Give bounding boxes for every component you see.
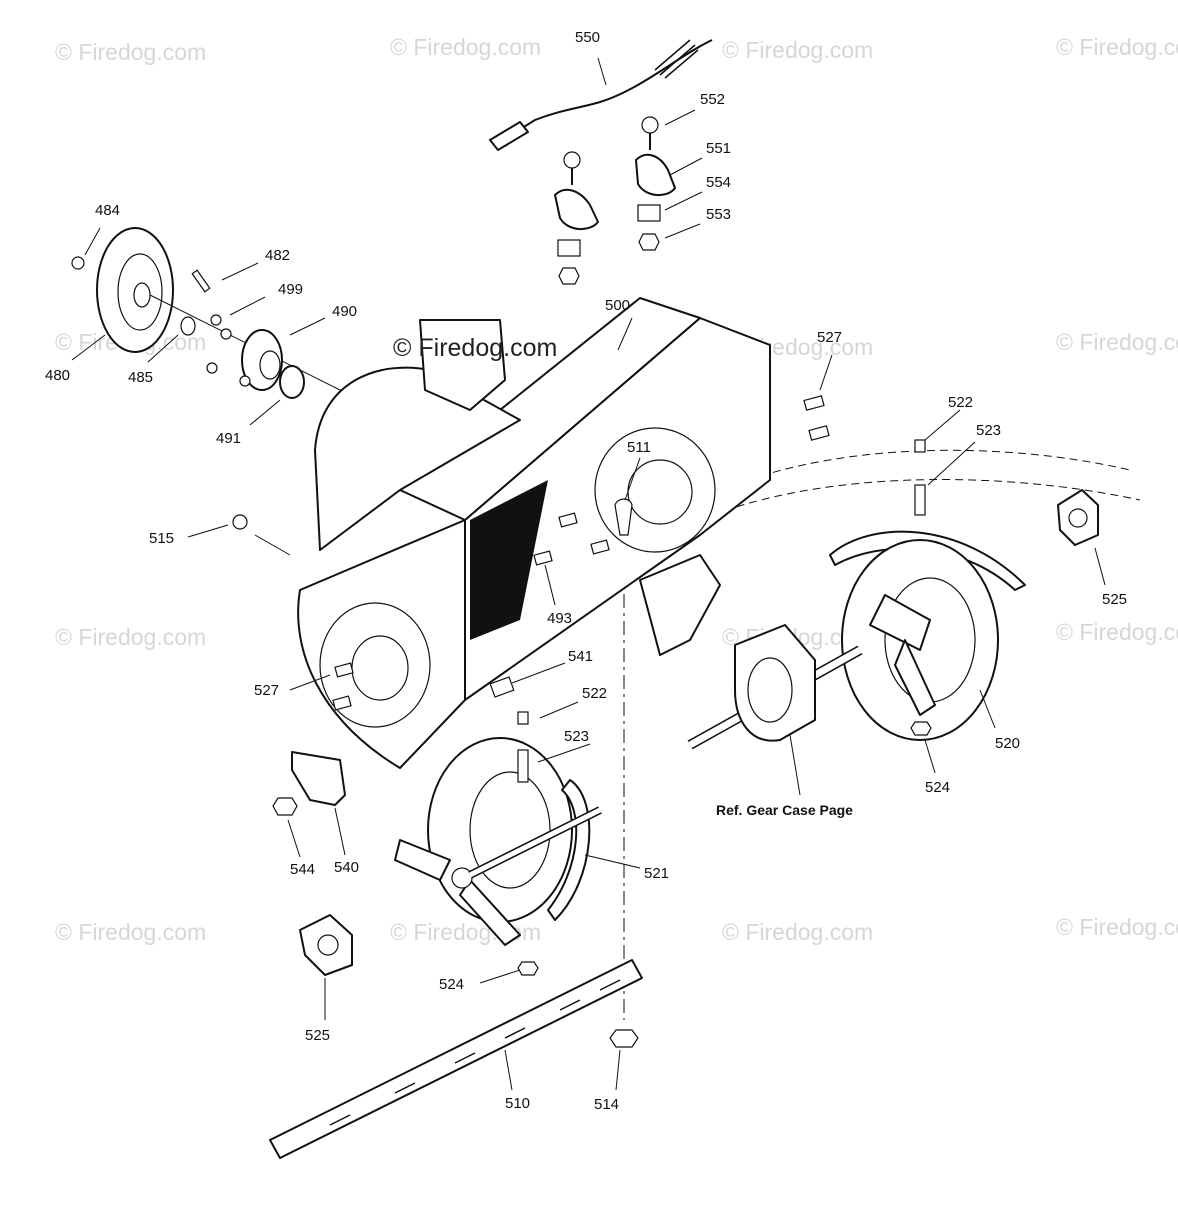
- bearing-left: [299, 914, 353, 976]
- watermark: © Firedog.com: [1056, 914, 1178, 940]
- auger-axis-lower: [699, 479, 1141, 521]
- leader-lines: [71, 57, 1106, 1091]
- watermark: © Firedog.com: [1056, 34, 1178, 60]
- callout-523-right: 523: [976, 422, 1001, 439]
- watermark: © Firedog.com: [1056, 329, 1178, 355]
- callout-514: 514: [594, 1096, 619, 1113]
- callout-500: 500: [605, 297, 630, 314]
- callout-491: 491: [216, 430, 241, 447]
- callout-527-upper: 527: [817, 329, 842, 346]
- callout-544: 544: [290, 861, 315, 878]
- hardware: [232, 395, 830, 711]
- callout-552: 552: [700, 91, 725, 108]
- callout-524-right: 524: [925, 779, 950, 796]
- callout-510: 510: [505, 1095, 530, 1112]
- callout-524-left: 524: [439, 976, 464, 993]
- watermark: © Firedog.com: [55, 624, 206, 650]
- center-watermark: © Firedog.com: [393, 334, 557, 362]
- ref-gear-case-note: Ref. Gear Case Page: [716, 802, 853, 818]
- callout-551: 551: [706, 140, 731, 157]
- callout-553: 553: [706, 206, 731, 223]
- callout-520: 520: [995, 735, 1020, 752]
- callout-484: 484: [95, 202, 120, 219]
- callout-525-right: 525: [1102, 591, 1127, 608]
- watermark: © Firedog.com: [55, 39, 206, 65]
- chute-guide-left: [554, 151, 599, 285]
- watermark: © Firedog.com: [1056, 619, 1178, 645]
- callout-523-left: 523: [564, 728, 589, 745]
- pulley-assembly: [71, 227, 361, 401]
- left-auger: [394, 711, 602, 976]
- callout-541: 541: [568, 648, 593, 665]
- scraper-bar: [269, 959, 643, 1159]
- watermark: © Firedog.com: [390, 34, 541, 60]
- callout-522-left: 522: [582, 685, 607, 702]
- callout-522-right: 522: [948, 394, 973, 411]
- callout-521: 521: [644, 865, 669, 882]
- callout-labels: 550 552 551 554 553 484 482 499 490 480 …: [45, 29, 1127, 1113]
- callout-511: 511: [627, 439, 651, 456]
- callout-515: 515: [149, 530, 174, 547]
- watermark: © Firedog.com: [55, 919, 206, 945]
- auger-housing: [297, 297, 771, 769]
- bearing-right: [1057, 489, 1099, 546]
- callout-554: 554: [706, 174, 731, 191]
- callout-490: 490: [332, 303, 357, 320]
- callout-540: 540: [334, 859, 359, 876]
- callout-482: 482: [265, 247, 290, 264]
- skid-shoe: [272, 751, 346, 816]
- callout-550: 550: [575, 29, 600, 46]
- callout-525-left: 525: [305, 1027, 330, 1044]
- watermark: © Firedog.com: [722, 919, 873, 945]
- callout-527-lower: 527: [254, 682, 279, 699]
- chute-guide-right: [635, 116, 676, 251]
- callout-480: 480: [45, 367, 70, 384]
- watermark: © Firedog.com: [722, 37, 873, 63]
- chute-crank-rod: [489, 39, 713, 151]
- callout-499: 499: [278, 281, 303, 298]
- gear-case: [639, 554, 816, 742]
- callout-493: 493: [547, 610, 572, 627]
- callout-485: 485: [128, 369, 153, 386]
